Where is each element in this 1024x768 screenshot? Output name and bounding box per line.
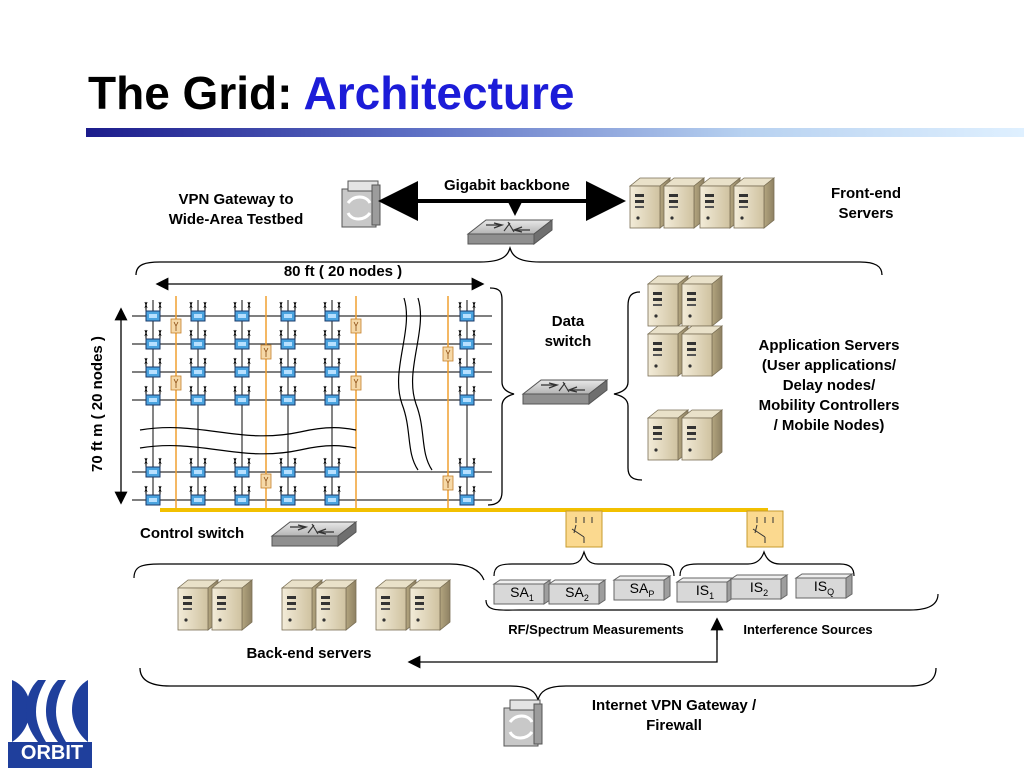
antenna-icon xyxy=(260,344,272,360)
application-servers xyxy=(648,276,722,460)
infrastructure-brace xyxy=(135,245,883,276)
instrument-label: IS2 xyxy=(731,577,787,603)
instrument-name: SA xyxy=(565,584,584,600)
title-accent: Architecture xyxy=(303,67,575,119)
back-end-label: Back-end servers xyxy=(246,645,372,662)
app-servers-label: Application Servers (User applications/ … xyxy=(758,337,900,434)
antenna-icon xyxy=(170,318,182,334)
instrument-label: SA1 xyxy=(494,582,550,608)
rf-measurements-label: RF/Spectrum Measurements xyxy=(508,622,684,637)
front-end-label: Front-end Servers xyxy=(831,185,901,222)
control-switch-icon xyxy=(271,521,357,547)
instrument-name: IS xyxy=(695,582,710,598)
instrument-subscript: Q xyxy=(827,586,835,597)
rf-switch-icon xyxy=(565,510,603,548)
instrument-subscript: 2 xyxy=(763,587,769,598)
back-end-servers xyxy=(178,580,450,630)
instrument-name: SA xyxy=(629,580,649,596)
antenna-icon xyxy=(170,375,182,391)
grid-width-label: 80 ft ( 20 nodes ) xyxy=(283,263,403,280)
antenna-icon xyxy=(442,475,454,491)
instrument-name: IS xyxy=(813,578,828,594)
antenna-icon xyxy=(260,473,272,489)
logo-icon xyxy=(8,680,92,768)
data-switch-label: Data switch xyxy=(544,313,592,350)
grid-wires xyxy=(132,300,492,505)
instrument-subscript: P xyxy=(648,588,655,599)
antenna-tags xyxy=(170,318,454,491)
page-title: The Grid: Architecture xyxy=(88,67,575,119)
antenna-icon xyxy=(350,318,362,334)
control-switch-label: Control switch xyxy=(140,525,245,542)
instrument-label: SAP xyxy=(614,578,670,604)
internet-gateway-label: Internet VPN Gateway / Firewall xyxy=(591,697,757,734)
instrument-name: SA xyxy=(510,584,529,600)
instrument-label: ISQ xyxy=(796,576,852,602)
rf-switch-icon xyxy=(746,510,784,548)
backbone-switch-icon xyxy=(467,219,553,245)
data-switch-icon xyxy=(522,379,608,405)
radio-nodes xyxy=(144,301,476,506)
interference-label: Interference Sources xyxy=(743,622,873,637)
vpn-gateway-label: VPN Gateway to Wide-Area Testbed xyxy=(168,191,304,228)
instrument-subscript: 1 xyxy=(709,590,715,601)
antenna-icon xyxy=(350,375,362,391)
logo-text: ORBIT xyxy=(20,742,84,764)
instrument-name: IS xyxy=(749,579,764,595)
grid-height-label: 70 ft m ( 20 nodes ) xyxy=(89,336,106,472)
instrument-label: IS1 xyxy=(677,580,733,606)
vpn-gateway-icon xyxy=(340,179,382,229)
front-end-servers xyxy=(630,178,774,228)
instrument-label: SA2 xyxy=(549,582,605,608)
instrument-subscript: 1 xyxy=(528,592,534,603)
antenna-icon xyxy=(442,346,454,362)
title-underline xyxy=(86,128,1024,137)
instrument-subscript: 2 xyxy=(583,592,589,603)
internet-gateway-icon xyxy=(502,698,544,748)
gigabit-backbone-label: Gigabit backbone xyxy=(444,177,570,194)
